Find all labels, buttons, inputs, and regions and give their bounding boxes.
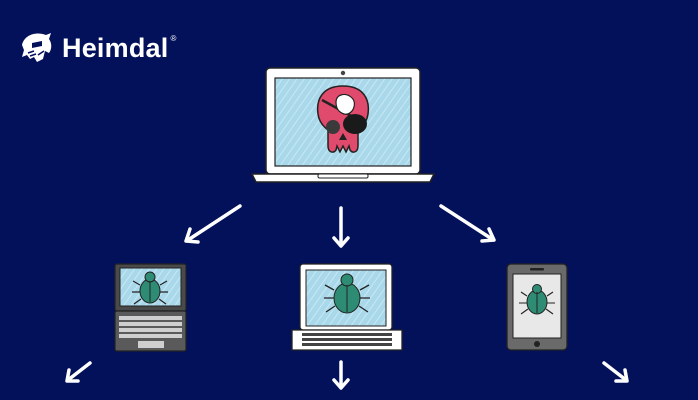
brand-name: Heimdal	[62, 32, 169, 63]
bug-icon	[132, 271, 168, 305]
bug-icon	[519, 284, 555, 315]
infected-tablet	[506, 263, 568, 351]
pirate-skull-icon	[316, 85, 370, 154]
arrow-left	[184, 204, 242, 244]
source-laptop	[250, 67, 436, 183]
arrow-bottom-left	[65, 361, 92, 383]
infected-laptop	[291, 263, 403, 351]
arrow-middle	[332, 206, 350, 248]
registered-mark: ®	[170, 34, 177, 43]
viking-helmet-icon	[22, 33, 52, 62]
bug-icon	[324, 273, 370, 314]
heimdal-logo: Heimdal ®	[18, 28, 176, 68]
infected-netbook	[114, 263, 187, 352]
arrow-bottom-right	[602, 361, 629, 383]
arrow-bottom-middle	[332, 360, 350, 390]
arrow-right	[439, 204, 496, 243]
